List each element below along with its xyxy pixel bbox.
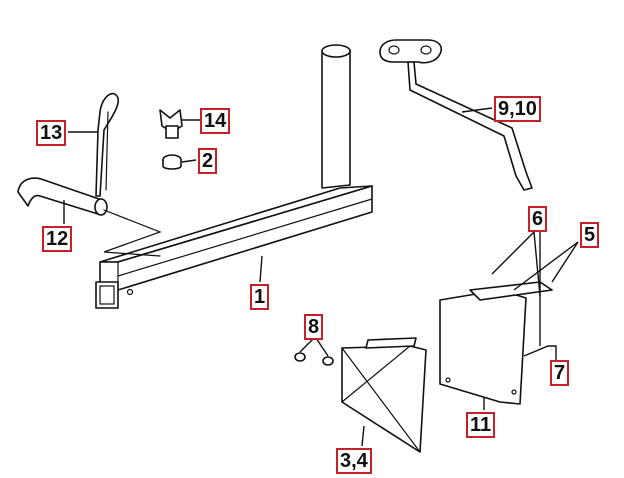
lock-nut [162,154,182,170]
wing-nut [159,109,183,139]
small-nuts [294,352,334,366]
callout-8: 8 [304,314,324,340]
callout-9-10: 9,10 [494,96,541,122]
hitch-bar-frame [95,44,373,309]
hitch-pin [17,177,162,257]
callout-13: 13 [36,120,67,146]
leader-lines [63,107,579,447]
callout-2: 2 [198,148,218,174]
callout-1: 1 [250,284,270,310]
clip-pin [95,92,120,197]
callout-3-4: 3,4 [336,448,372,474]
bracket-arm [379,39,533,191]
mud-flap-large [439,281,553,405]
callout-7: 7 [550,360,570,386]
callout-6: 6 [528,206,548,232]
callout-12: 12 [42,226,73,252]
callout-5: 5 [580,222,600,248]
mud-flap-small [341,337,427,453]
callout-11: 11 [466,412,496,438]
callout-14: 14 [200,108,231,134]
